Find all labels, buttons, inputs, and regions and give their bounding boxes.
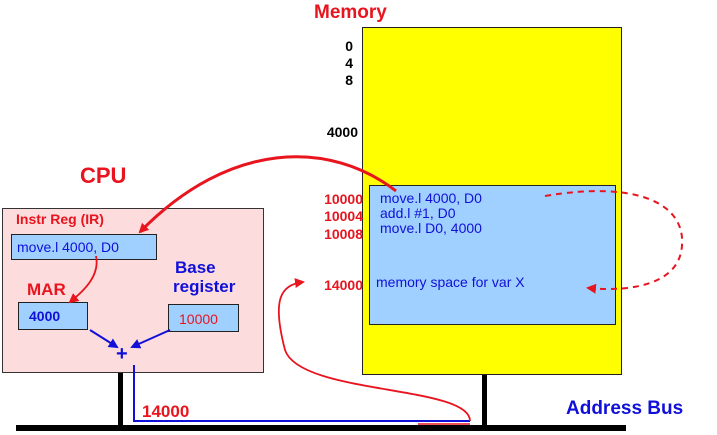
address-bus	[16, 425, 626, 431]
ir-to-mar-arrow	[68, 255, 98, 304]
memory-bus-connector	[482, 375, 487, 427]
address-8: 8	[345, 72, 353, 88]
adder-to-bus-line	[133, 365, 470, 422]
mar-value: 4000	[29, 308, 61, 324]
base-label-2: register	[173, 277, 236, 296]
memory-title: Memory	[314, 2, 387, 23]
adder-symbol: +	[116, 343, 128, 365]
address-10008: 10008	[324, 226, 363, 242]
program-region	[369, 185, 616, 325]
code-line-3: move.l D0, 4000	[380, 220, 482, 236]
address-10004: 10004	[324, 208, 363, 224]
base-register: 10000	[168, 304, 239, 332]
base-label-1: Base	[175, 258, 216, 277]
ir-label: Instr Reg (IR)	[16, 211, 104, 227]
mar-to-adder-arrow	[89, 329, 119, 349]
fetch-arrow	[138, 155, 397, 234]
address-4000: 4000	[326, 124, 358, 140]
bus-to-14000-arrow	[277, 278, 471, 422]
instruction-register: move.l 4000, D0	[11, 234, 157, 260]
base-to-adder-arrow	[130, 329, 171, 349]
address-10000: 10000	[324, 191, 363, 207]
code-line-2: add.l #1, D0	[380, 205, 456, 221]
address-4: 4	[345, 55, 353, 71]
mar-register: 4000	[18, 302, 88, 330]
address-14000: 14000	[324, 277, 363, 293]
var-reference-arrow	[544, 190, 684, 294]
bus-value: 14000	[142, 402, 190, 421]
address-bus-label: Address Bus	[566, 398, 684, 419]
var-x-label: memory space for var X	[376, 274, 525, 290]
cpu-bus-connector	[118, 373, 123, 427]
cpu-title: CPU	[80, 163, 127, 188]
ir-value: move.l 4000, D0	[17, 239, 119, 255]
address-0: 0	[345, 38, 353, 54]
code-line-1: move.l 4000, D0	[380, 190, 482, 206]
mar-label: MAR	[27, 280, 66, 299]
base-value: 10000	[179, 311, 218, 327]
